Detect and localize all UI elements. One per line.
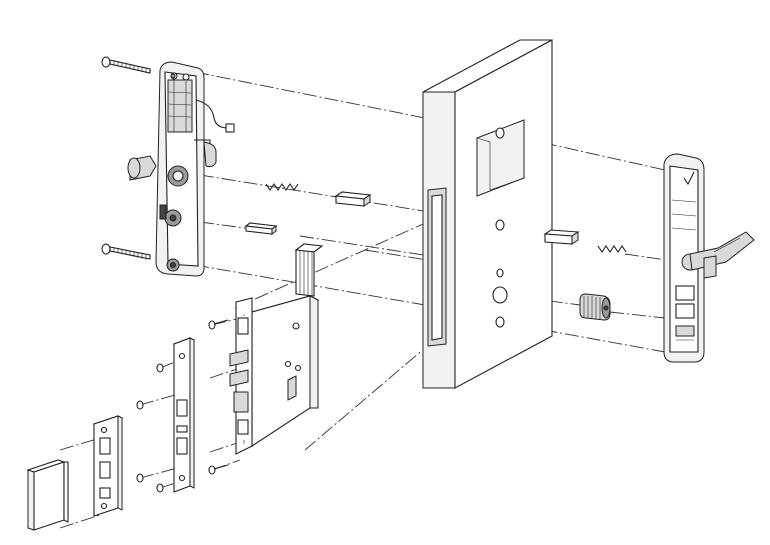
spindle-spring-outer — [597, 245, 627, 253]
square-spindle-upper — [334, 191, 372, 207]
spindle-spring-upper — [265, 183, 299, 191]
mortise-lock-body — [229, 295, 320, 455]
outer-handle-panel — [663, 153, 755, 363]
strike-plate — [92, 415, 124, 517]
ribbon-cable — [294, 243, 324, 297]
strike-box — [26, 459, 69, 531]
faceplate — [172, 337, 196, 493]
cylinder-insert — [579, 293, 611, 321]
square-spindle-lower — [244, 222, 278, 235]
square-spindle-outer — [543, 229, 580, 245]
screw-bottom — [101, 243, 151, 260]
inner-handle-panel — [127, 61, 235, 277]
screw-top — [101, 56, 151, 74]
faceplate-screws — [136, 319, 229, 493]
door-slab — [422, 39, 553, 389]
